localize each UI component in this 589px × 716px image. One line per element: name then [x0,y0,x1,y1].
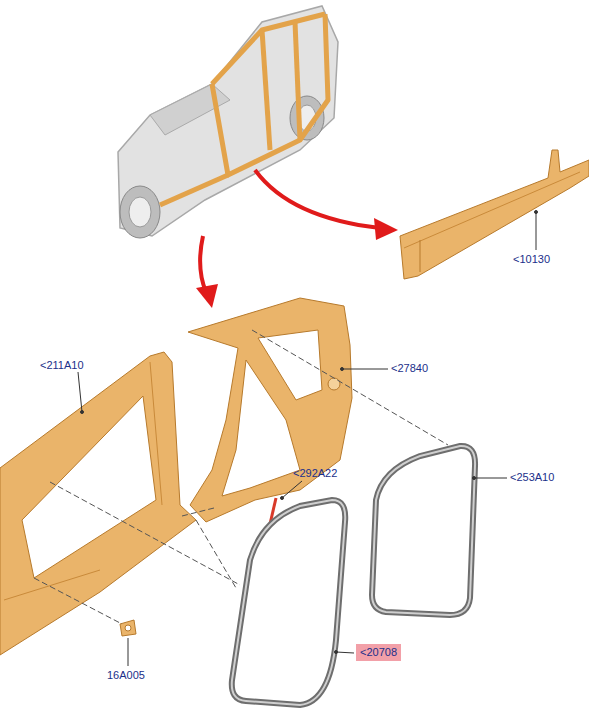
callout-number: 16A005 [107,669,145,682]
door-seal [232,446,475,705]
red-arrow [200,170,380,292]
callout-number: <292A22 [293,467,337,480]
callout-number: <10130 [513,253,550,266]
side-panel-front [0,352,196,655]
arrow-head [196,284,218,308]
dash-line [34,330,448,624]
callout-number: <27840 [391,362,428,375]
rocker-panel [400,150,589,279]
grommet [120,620,136,636]
callout-number: <253A10 [510,471,554,484]
arrow-head [374,218,398,240]
highlight-box: <20708 [356,644,401,661]
callout-number: <20708 [360,646,397,659]
callout-number: <211A10 [40,359,84,372]
car-body [118,6,338,238]
leader-line [78,211,538,667]
rear-quarter-panel [188,298,352,522]
